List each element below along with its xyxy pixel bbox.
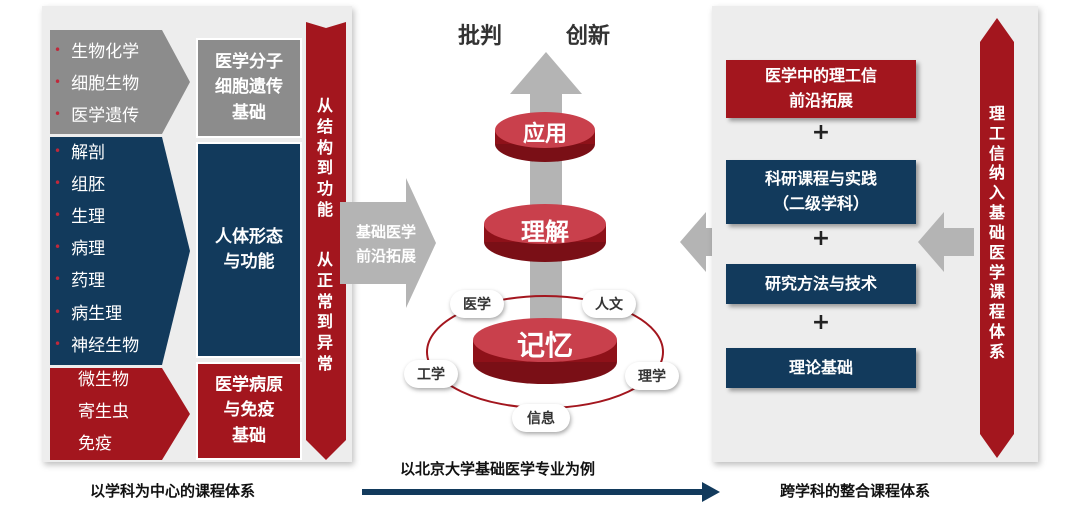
inner-right-arrow	[918, 212, 974, 272]
bottom-timeline-arrow	[362, 482, 720, 502]
right-to-center-arrow	[680, 212, 736, 272]
label-critique: 批判	[458, 24, 503, 49]
orbit-pill-engineering: 工学	[404, 360, 458, 388]
navy-chevron	[50, 137, 190, 365]
vertical-text-structure: 从结构到功能	[316, 96, 333, 219]
central-up-arrow	[510, 52, 582, 352]
caption-right: 跨学科的整合课程体系	[780, 482, 931, 500]
frontier-arrow	[340, 178, 436, 308]
tier-memory-label: 记忆	[516, 329, 573, 362]
subject-item: •药理	[54, 271, 106, 291]
right-box-research: 科研课程与实践（二级学科）	[726, 160, 916, 224]
gray-chevron	[50, 30, 190, 134]
subject-item: 寄生虫	[78, 402, 129, 422]
subject-item: •生理	[54, 207, 106, 227]
category-box-pathogen: 医学病原与免疫基础	[196, 362, 302, 460]
subject-item: •解剖	[54, 143, 106, 163]
subject-item: •神经生物	[54, 336, 140, 356]
plus-sign: +	[811, 310, 831, 335]
category-box-molecular: 医学分子细胞遗传基础	[196, 38, 302, 138]
orbit-pill-medicine: 医学	[450, 290, 504, 318]
vertical-red-arrow	[306, 22, 346, 460]
subject-item: 微生物	[78, 370, 129, 390]
orbit-pill-humanities: 人文	[582, 290, 636, 318]
right-box-frontier: 医学中的理工信前沿拓展	[726, 60, 916, 118]
right-box-methods: 研究方法与技术	[726, 264, 916, 304]
disc-application	[495, 112, 595, 162]
tier-understanding-label: 理解	[521, 218, 569, 246]
right-vertical-text: 理工信纳入基础医学课程体系	[988, 104, 1005, 361]
vertical-text-normal: 从正常到异常	[316, 250, 333, 373]
red-chevron	[50, 368, 190, 460]
subject-item: •组胚	[54, 175, 106, 195]
subject-item: •细胞生物	[54, 74, 140, 94]
plus-sign: +	[811, 226, 831, 251]
right-vertical-arrow	[980, 18, 1014, 458]
frontier-arrow-label: 基础医学前沿拓展	[355, 223, 416, 265]
subject-item: 免疫	[78, 434, 112, 454]
subject-item: •病生理	[54, 304, 123, 324]
category-box-morphology: 人体形态与功能	[196, 142, 302, 358]
left-chevrons	[50, 30, 190, 460]
disc-understanding	[484, 204, 606, 262]
tier-application-label: 应用	[522, 122, 567, 147]
subject-item: •生物化学	[54, 42, 140, 62]
subject-item: •病理	[54, 239, 106, 259]
orbit-pill-information: 信息	[512, 404, 570, 432]
label-innovation: 创新	[566, 24, 611, 49]
subject-item: •医学遗传	[54, 106, 140, 126]
disc-memory	[473, 318, 617, 384]
right-box-theory: 理论基础	[726, 348, 916, 388]
caption-left: 以学科为中心的课程体系	[90, 482, 256, 500]
caption-middle: 以北京大学基础医学专业为例	[400, 460, 596, 478]
orbit-pill-science: 理学	[625, 362, 679, 390]
plus-sign: +	[811, 120, 831, 145]
